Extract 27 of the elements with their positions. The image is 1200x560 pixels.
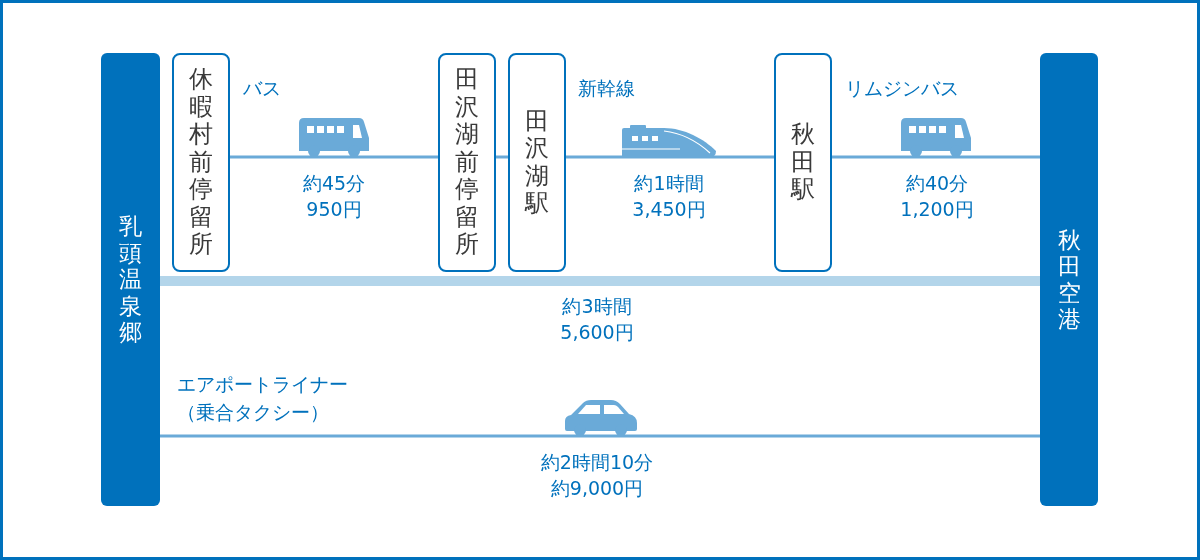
connector-line bbox=[566, 155, 774, 159]
connector-line bbox=[160, 434, 1040, 438]
transport-label: バス bbox=[243, 76, 281, 101]
terminal-bar bbox=[101, 53, 160, 506]
terminal-bar bbox=[1040, 53, 1098, 506]
terminal-name: 秋田空港 bbox=[1056, 226, 1082, 333]
station-name: 休暇村前停留所 bbox=[188, 66, 214, 259]
connector-line bbox=[230, 155, 438, 159]
connector-line bbox=[160, 276, 1040, 286]
edge-label: 約3時間5,600円 bbox=[560, 294, 634, 345]
station-name: 秋田駅 bbox=[789, 121, 816, 204]
edge-label: 約1時間3,450円 bbox=[632, 171, 706, 222]
connector-line bbox=[496, 155, 508, 159]
edge-label: 約2時間10分約9,000円 bbox=[540, 450, 654, 501]
edge-label: 約40分1,200円 bbox=[900, 171, 974, 222]
station-name: 田沢湖駅 bbox=[523, 107, 550, 218]
transport-label: エアポートライナー（乗合タクシー） bbox=[177, 372, 349, 425]
edge-label: 約45分950円 bbox=[302, 171, 366, 222]
terminal-name: 乳頭温泉郷 bbox=[118, 213, 143, 346]
station-name: 田沢湖前停留所 bbox=[454, 66, 480, 259]
transport-label: リムジンバス bbox=[845, 76, 959, 101]
station-box bbox=[172, 53, 230, 272]
connector-line bbox=[832, 155, 1040, 159]
station-box bbox=[438, 53, 496, 272]
transport-label: 新幹線 bbox=[578, 76, 635, 101]
station-box bbox=[774, 53, 832, 272]
station-box bbox=[508, 53, 566, 272]
